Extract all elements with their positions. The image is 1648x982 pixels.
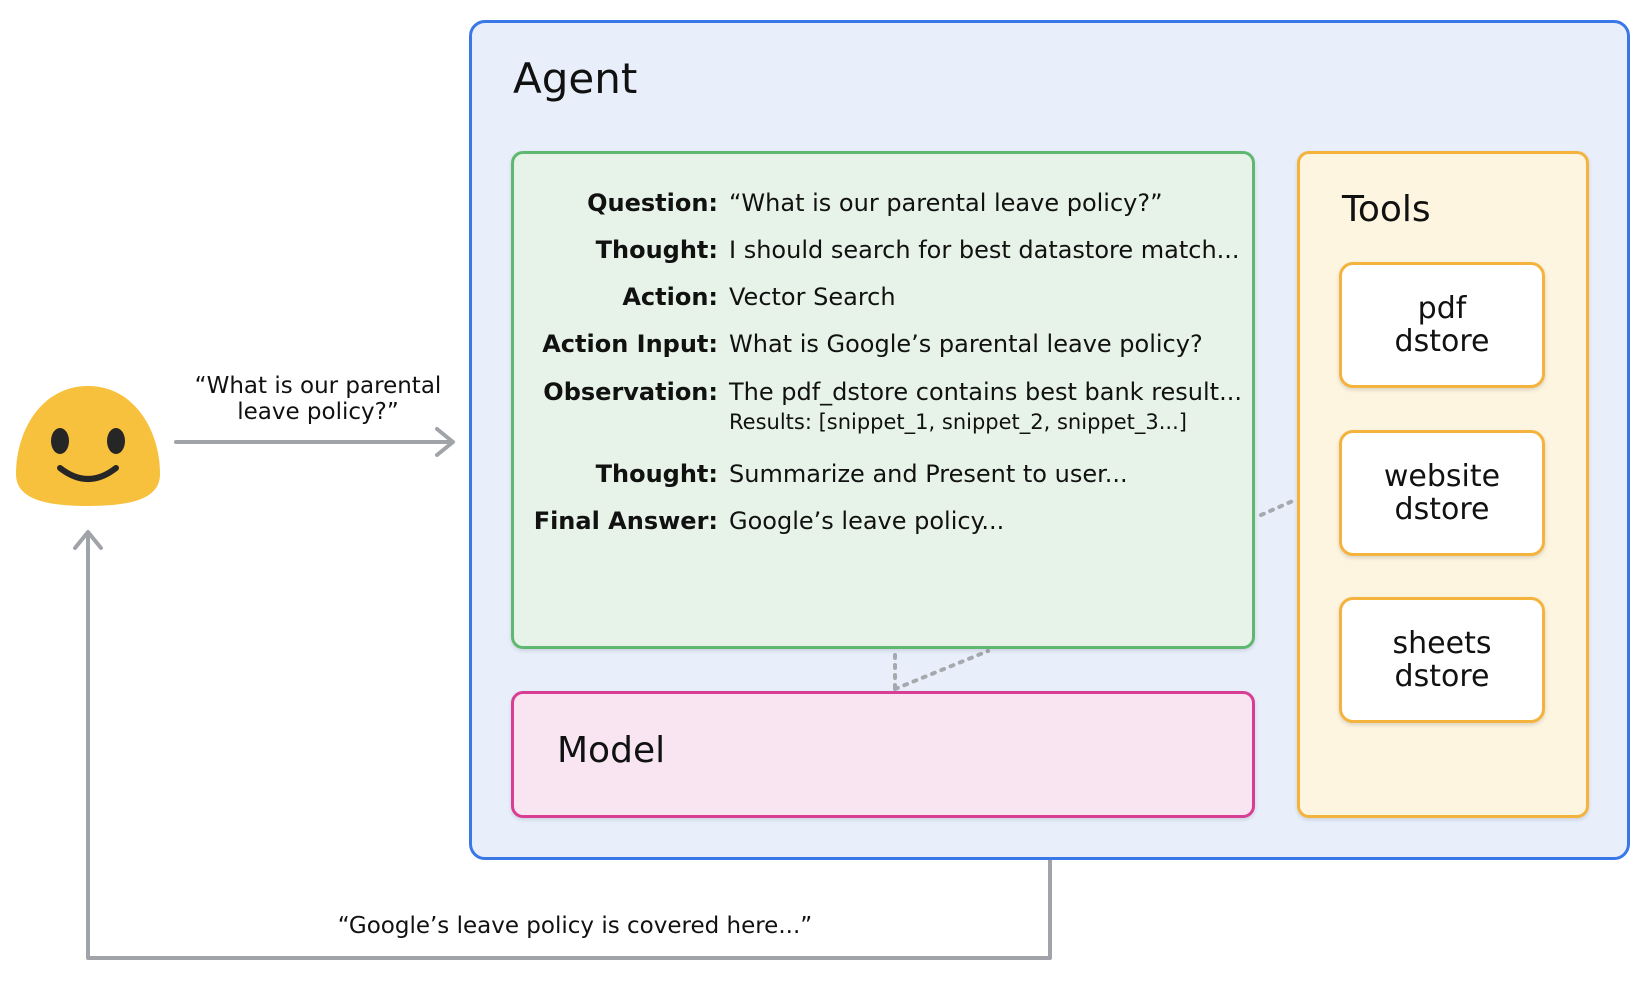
tool-pdf-dstore: pdf dstore bbox=[1339, 262, 1545, 388]
observation-value: The pdf_dstore contains best bank result… bbox=[729, 378, 1242, 406]
tool-sheets-dstore: sheets dstore bbox=[1339, 597, 1545, 723]
reasoning-panel bbox=[511, 151, 1255, 649]
tool-name-line2: dstore bbox=[1394, 659, 1490, 694]
tool-name-line1: pdf bbox=[1417, 291, 1467, 326]
query-arrow bbox=[174, 427, 455, 457]
query-caption: “What is our parental leave policy?” bbox=[194, 373, 442, 425]
final-answer-label: Final Answer: bbox=[533, 507, 718, 535]
tool-name-line1: website bbox=[1383, 459, 1501, 494]
tool-name-line2: dstore bbox=[1394, 324, 1490, 359]
thought-value: Summarize and Present to user... bbox=[729, 460, 1128, 488]
model-title: Model bbox=[557, 730, 666, 771]
user-smiley-icon bbox=[16, 386, 160, 506]
response-arrow bbox=[73, 530, 1052, 960]
question-value: “What is our parental leave policy?” bbox=[729, 189, 1163, 217]
observation-label: Observation: bbox=[543, 378, 718, 406]
response-caption: “Google’s leave policy is covered here..… bbox=[337, 913, 813, 939]
tools-title: Tools bbox=[1342, 189, 1431, 230]
model-panel bbox=[511, 691, 1255, 818]
thought-label: Thought: bbox=[595, 460, 718, 488]
thought-value: I should search for best datastore match… bbox=[729, 236, 1240, 264]
action-input-value: What is Google’s parental leave policy? bbox=[729, 330, 1203, 358]
question-label: Question: bbox=[587, 189, 718, 217]
tool-website-dstore: website dstore bbox=[1339, 430, 1545, 556]
tool-name-line2: dstore bbox=[1394, 492, 1490, 527]
thought-label: Thought: bbox=[595, 236, 718, 264]
action-input-label: Action Input: bbox=[542, 330, 718, 358]
agent-title: Agent bbox=[513, 54, 638, 103]
observation-results: Results: [snippet_1, snippet_2, snippet_… bbox=[729, 410, 1187, 434]
tool-name-line1: sheets bbox=[1392, 626, 1492, 661]
action-value: Vector Search bbox=[729, 283, 896, 311]
final-answer-value: Google’s leave policy... bbox=[729, 507, 1005, 535]
action-label: Action: bbox=[622, 283, 718, 311]
